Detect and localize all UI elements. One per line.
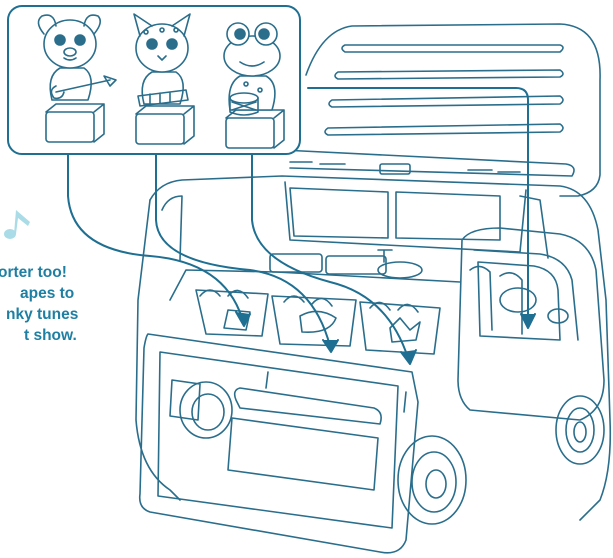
music-note-icon [4, 210, 30, 239]
caption-line-4: t show. [0, 325, 78, 346]
caption-line-1: orter too! [0, 262, 78, 283]
back-window-left [290, 188, 388, 238]
sorter-slot-3 [360, 302, 440, 354]
feature-caption: orter too! apes to nky tunes t show. [0, 262, 78, 346]
lid-slot-2 [335, 70, 563, 79]
character-callout [8, 6, 300, 154]
back-window-right [396, 192, 500, 240]
arrow-lid [308, 88, 528, 322]
bus-shell [150, 176, 610, 520]
front-panel [140, 334, 418, 553]
caption-line-2: apes to [0, 283, 78, 304]
rear-wheel [556, 396, 604, 464]
lid-slot-1 [342, 45, 563, 52]
side-wheel [180, 382, 232, 438]
caption-line-3: nky tunes [0, 304, 78, 325]
sorter-slot-2 [272, 296, 356, 346]
